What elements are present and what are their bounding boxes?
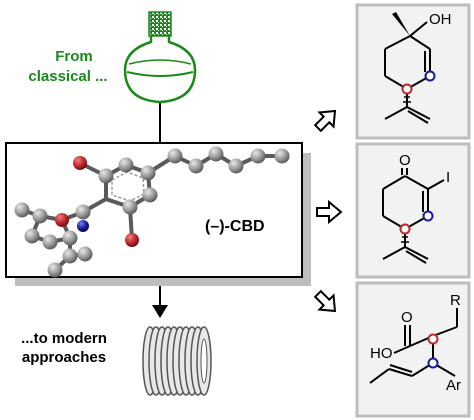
product-panel-2 — [355, 142, 471, 279]
oh-label: OH — [429, 11, 452, 28]
arrow-right-icon — [316, 199, 343, 225]
nitrogen-marker-2 — [422, 210, 434, 222]
arrow-down-right-icon — [313, 289, 337, 313]
ketone-o-label: O — [399, 152, 411, 169]
oxygen-atom-bottom — [125, 233, 139, 247]
oxygen-atom-terpene — [55, 213, 69, 227]
wedge-bond-1 — [392, 12, 410, 36]
ar-label: Ar — [446, 377, 461, 394]
down-arrow-head-icon — [152, 305, 168, 318]
ho-label: HO — [370, 345, 393, 362]
classical-label: classical ... — [28, 68, 107, 85]
product-panel-1 — [355, 3, 471, 140]
nitrogen-atom — [77, 220, 89, 232]
cbd-label: (–)-CBD — [205, 218, 265, 235]
flow-reactor-coil-icon — [142, 326, 212, 396]
oxygen-marker-3 — [427, 333, 439, 345]
oxygen-marker-1 — [401, 83, 413, 95]
iodine-label: I — [446, 169, 450, 186]
from-label: From — [55, 48, 93, 65]
arrow-up-right-icon — [313, 109, 337, 133]
round-bottom-flask-icon — [123, 11, 197, 104]
nitrogen-marker-3 — [427, 357, 439, 369]
carbonyl-o-label: O — [401, 309, 413, 326]
cbd-box — [5, 142, 303, 278]
nitrogen-marker-1 — [424, 70, 436, 82]
to-modern-label: ...to modern — [21, 330, 107, 347]
r-label: R — [450, 292, 461, 309]
structure-1 — [384, 21, 431, 124]
oxygen-atom-top — [73, 156, 87, 170]
approaches-label: approaches — [22, 349, 106, 366]
product-panel-3 — [355, 281, 471, 418]
oxygen-marker-2 — [399, 223, 411, 235]
cbd-3d-model — [14, 146, 290, 278]
